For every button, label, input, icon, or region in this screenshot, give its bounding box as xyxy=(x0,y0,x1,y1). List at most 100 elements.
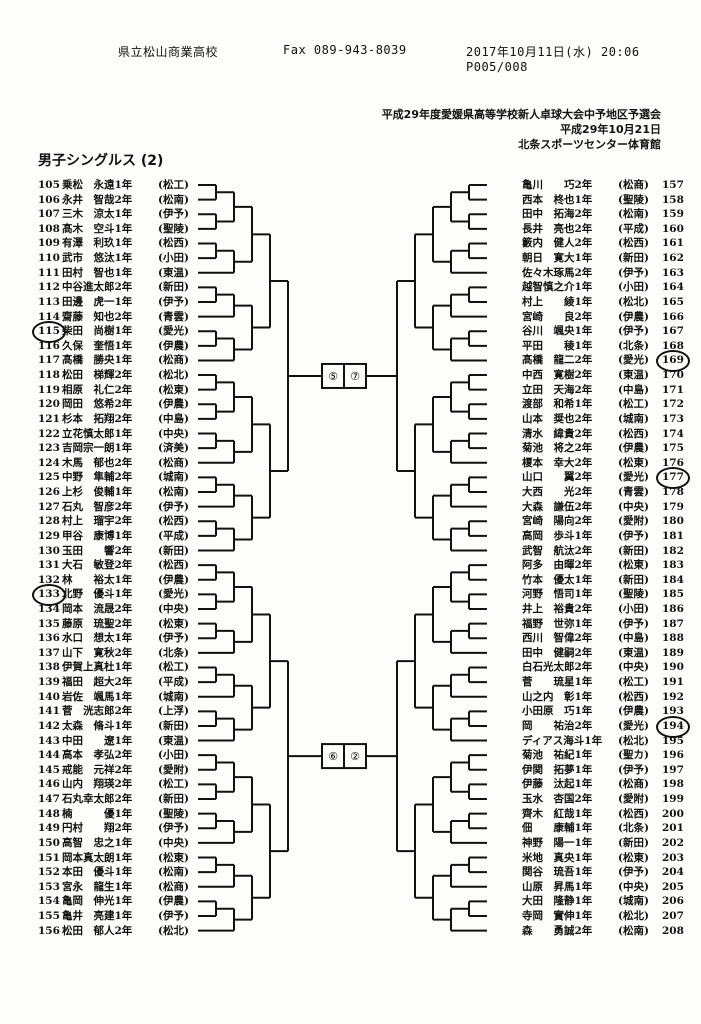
player-school: (新田) xyxy=(158,793,189,806)
player-name-grade: 菅 琉星1年 xyxy=(522,676,593,689)
player-number: 144 xyxy=(38,749,60,762)
player-name-grade: 田邊 虎一1年 xyxy=(62,295,133,308)
player-school: (小田) xyxy=(158,252,189,265)
match-number-label: ⑦ xyxy=(350,370,360,383)
player-number: 122 xyxy=(38,427,60,440)
player-school: (中央) xyxy=(158,427,189,440)
player-entry: 田中 健嗣2年(東温)189 xyxy=(522,646,688,660)
player-number: 157 xyxy=(662,179,684,191)
player-entry: 神野 陽一1年(新田)202 xyxy=(522,836,688,850)
player-entry: 福野 世弥1年(伊予)187 xyxy=(522,617,688,631)
player-number: 202 xyxy=(662,836,684,849)
player-name-grade: 亀井 亮建1年 xyxy=(62,910,133,922)
player-number: 197 xyxy=(662,763,684,776)
player-name-grade: 武市 悠汰1年 xyxy=(62,252,133,265)
player-number: 121 xyxy=(38,412,60,425)
player-school: (松工) xyxy=(618,676,649,689)
player-number: 160 xyxy=(662,222,684,235)
player-school: (新田) xyxy=(158,544,189,557)
player-school: (聖カ) xyxy=(618,749,649,762)
player-name-grade: 宮崎 陽向2年 xyxy=(522,515,593,528)
player-entry: 籔内 健人2年(松西)161 xyxy=(522,236,688,250)
player-entry: ディアス海斗1年(松北)195 xyxy=(522,734,688,748)
player-name-grade: 高本 孝弘2年 xyxy=(62,749,133,762)
player-school: (松工) xyxy=(158,778,189,791)
player-number: 130 xyxy=(38,544,60,557)
tournament-venue: 北条スポーツセンター体育館 xyxy=(518,138,661,151)
player-name-grade: 岩佐 颯馬1年 xyxy=(62,690,133,703)
player-entry: 白石光太郎2年(中央)190 xyxy=(522,660,688,674)
player-school: (伊予) xyxy=(618,529,649,542)
player-name-grade: 大森 謙伍2年 xyxy=(522,500,593,513)
player-name-grade: 岡田 悠希2年 xyxy=(62,398,133,411)
player-school: (松北) xyxy=(618,734,649,747)
player-entry: 谷川 颯央1年(伊予)167 xyxy=(522,324,688,338)
player-number: 174 xyxy=(662,427,684,440)
player-school: (城南) xyxy=(158,471,189,484)
player-name-grade: 林 裕太1年 xyxy=(62,573,133,586)
player-number: 151 xyxy=(38,851,60,864)
player-school: (松東) xyxy=(618,456,649,469)
player-name-grade: 北野 優斗1年 xyxy=(62,588,133,601)
player-number: 185 xyxy=(662,588,684,601)
player-name-grade: 髙橋 勝央1年 xyxy=(62,354,133,367)
player-name-grade: 亀岡 伸光1年 xyxy=(62,895,133,908)
player-number: 115 xyxy=(32,321,66,344)
player-entry: 菊池 祐紀1年(聖カ)196 xyxy=(522,748,688,762)
player-name-grade: 上杉 俊輔1年 xyxy=(62,486,133,499)
player-entry: 大西 光2年(青雲)178 xyxy=(522,485,688,499)
player-number: 177 xyxy=(656,467,690,490)
player-name-grade: 越智慎之介1年 xyxy=(522,281,593,294)
player-entry: 大田 隆静1年(城南)206 xyxy=(522,894,688,908)
player-name-grade: 渡部 和希1年 xyxy=(522,398,593,411)
player-number: 138 xyxy=(38,661,60,674)
player-name-grade: 榎本 幸大2年 xyxy=(522,456,593,469)
player-entry: 関谷 琉吾1年(伊予)204 xyxy=(522,865,688,879)
player-school: (城南) xyxy=(618,412,649,425)
player-name-grade: 西川 智偉2年 xyxy=(522,632,593,645)
player-school: (城南) xyxy=(158,690,189,703)
player-entry: 清水 緯貴2年(松西)174 xyxy=(522,427,688,441)
player-school: (中央) xyxy=(158,602,189,615)
player-school: (伊農) xyxy=(158,895,189,908)
player-school: (新田) xyxy=(618,544,649,557)
player-name-grade: 関谷 琉吾1年 xyxy=(522,866,593,879)
player-name-grade: 岡本真太朗1年 xyxy=(62,851,133,864)
player-number: 154 xyxy=(38,895,60,908)
event-title: 男子シングルス (2) xyxy=(38,153,164,169)
player-number: 112 xyxy=(38,281,60,294)
player-name-grade: 松田 郁人2年 xyxy=(62,924,133,937)
player-number: 145 xyxy=(38,763,60,776)
player-number: 195 xyxy=(662,734,684,747)
player-number: 183 xyxy=(662,559,684,572)
player-name-grade: 村上 瑠宇2年 xyxy=(62,515,133,528)
player-school: (松西) xyxy=(618,427,649,440)
player-school: (愛光) xyxy=(618,471,649,484)
player-number: 206 xyxy=(662,895,684,908)
player-entry: 竹本 優太1年(新田)184 xyxy=(522,573,688,587)
player-name-grade: 田中 健嗣2年 xyxy=(522,646,593,659)
player-number: 162 xyxy=(662,252,684,265)
player-school: (青雲) xyxy=(618,486,649,499)
player-number: 179 xyxy=(662,500,684,513)
player-name-grade: 亀川 巧2年 xyxy=(522,179,593,191)
player-name-grade: 菊池 将之2年 xyxy=(522,442,593,455)
player-school: (北条) xyxy=(158,646,189,659)
player-name-grade: 三木 涼太1年 xyxy=(62,208,133,221)
player-number: 136 xyxy=(38,632,60,645)
player-school: (新田) xyxy=(618,836,649,849)
player-school: (松北) xyxy=(158,924,189,937)
